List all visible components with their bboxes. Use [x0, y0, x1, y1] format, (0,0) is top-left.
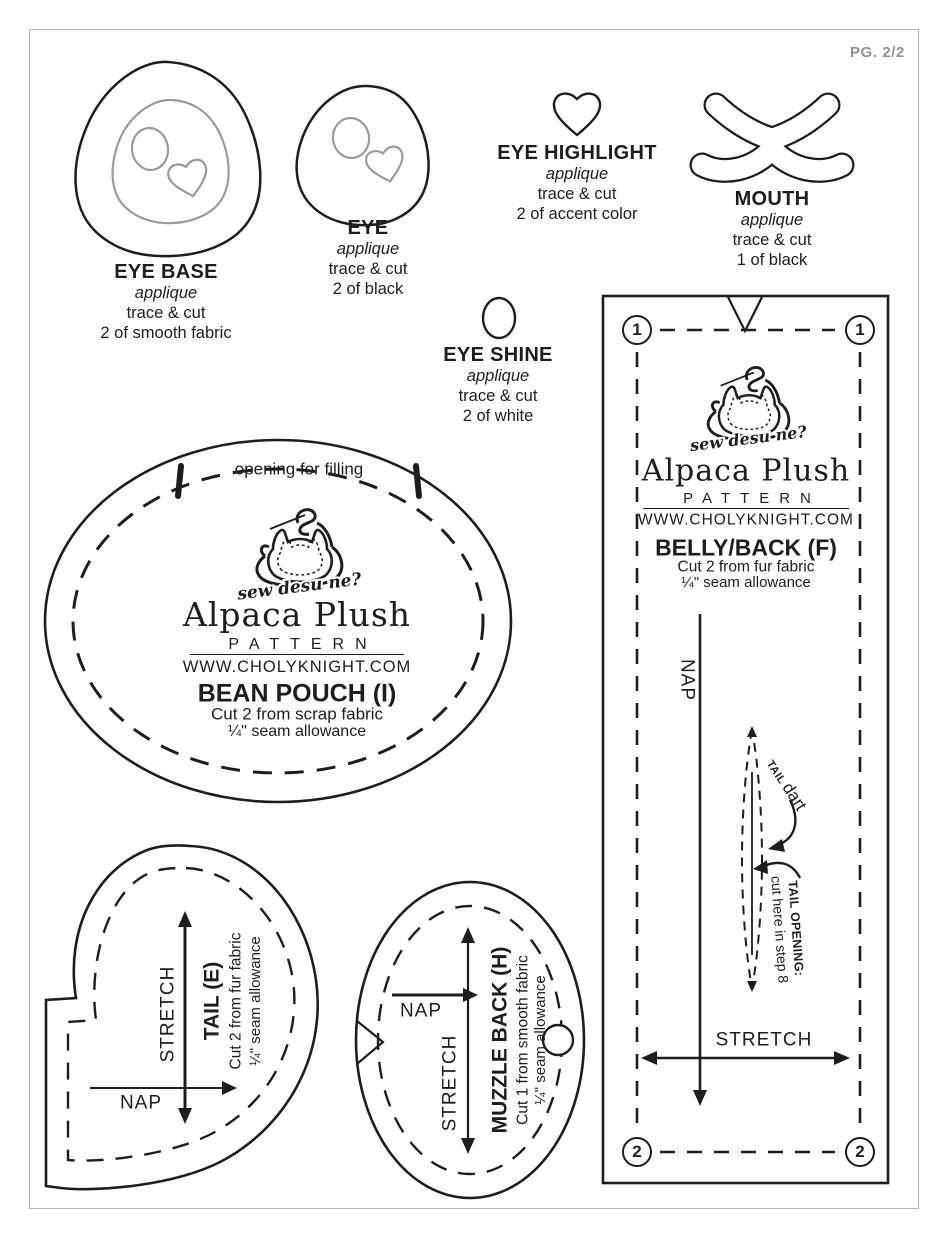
- piece-name: BELLY/BACK (F): [655, 534, 837, 561]
- eye-base-label: EYE BASE applique trace & cut 2 of smoot…: [100, 261, 231, 343]
- piece-name: EYE: [347, 217, 389, 239]
- bean-pouch-seam-line: [71, 467, 485, 775]
- piece-name: MUZZLE BACK (H): [488, 946, 512, 1134]
- bean-pouch-outline: [43, 438, 513, 804]
- eye-pupil-shape: [331, 116, 371, 160]
- technique-label: applique: [466, 367, 530, 385]
- piece-name: MOUTH: [734, 188, 810, 210]
- stretch-label: STRETCH: [715, 1029, 813, 1051]
- eye-shine-label: EYE SHINE applique trace & cut 2 of whit…: [443, 344, 552, 426]
- opening-note: opening for filling: [234, 459, 364, 479]
- cutting-instruction: Cut 2 from fur fabric: [677, 558, 815, 576]
- piece-name: EYE HIGHLIGHT: [497, 142, 657, 164]
- eye-heart-shape: [363, 143, 410, 187]
- page-number: PG. 2/2: [849, 44, 905, 61]
- pattern-word: PATTERN: [228, 636, 378, 654]
- belly-back-top-notch: [727, 296, 763, 334]
- nap-label: NAP: [119, 1092, 163, 1114]
- opening-mark-left: [175, 463, 184, 499]
- tail-nap-arrow: [90, 1081, 237, 1095]
- instruction: 2 of smooth fabric: [100, 323, 232, 342]
- cutting-instruction: Cut 2 from fur fabric: [227, 932, 245, 1070]
- muzzle-stretch-arrow: [461, 927, 475, 1154]
- match-point-1-left: 1: [622, 315, 652, 345]
- tail-dart: [740, 726, 764, 992]
- mouth-outline: [689, 92, 855, 183]
- piece-name: TAIL (E): [200, 961, 224, 1041]
- muzzle-back-notch: [356, 1020, 385, 1065]
- tail-dart-pointer-arrow: [768, 799, 797, 852]
- seam-allowance-note: ¼" seam allowance: [227, 723, 367, 741]
- instruction: trace & cut: [537, 184, 617, 203]
- cutting-instruction: Cut 1 from smooth fabric: [514, 955, 532, 1125]
- instruction: 2 of white: [462, 406, 534, 425]
- eye-base-eye-shape: [130, 126, 170, 172]
- piece-name: BEAN POUCH (I): [197, 679, 397, 708]
- technique-label: applique: [545, 165, 609, 183]
- divider-rule: [643, 508, 849, 509]
- technique-label: applique: [134, 284, 198, 302]
- instruction: trace & cut: [458, 386, 538, 405]
- website-url: WWW.CHOLYKNIGHT.COM: [182, 657, 412, 676]
- instruction: trace & cut: [732, 230, 812, 249]
- piece-name: EYE SHINE: [443, 344, 553, 366]
- eye-base-inner-shapes: [111, 98, 230, 225]
- eye-inner-shapes: [331, 116, 410, 187]
- eye-label: EYE applique trace & cut 2 of black: [329, 217, 408, 299]
- nap-label: NAP: [399, 1000, 443, 1022]
- technique-label: applique: [740, 211, 804, 229]
- eye-highlight-label: EYE HIGHLIGHT applique trace & cut 2 of …: [497, 142, 656, 224]
- nap-label: NAP: [676, 658, 698, 702]
- pattern-word: PATTERN: [683, 489, 821, 507]
- muzzle-back-marker-circle: [541, 1023, 575, 1057]
- seam-allowance-note: ¼" seam allowance: [246, 936, 264, 1066]
- stretch-label: STRETCH: [157, 965, 179, 1063]
- match-point-2-right: 2: [845, 1137, 875, 1167]
- instruction: trace & cut: [126, 303, 206, 322]
- instruction: 2 of black: [332, 279, 404, 298]
- website-url: WWW.CHOLYKNIGHT.COM: [638, 511, 854, 529]
- technique-label: applique: [336, 240, 400, 258]
- tail-seam-line: [66, 866, 296, 1162]
- cutting-instruction: Cut 2 from scrap fabric: [211, 704, 383, 724]
- divider-rule: [190, 654, 404, 655]
- seam-allowance-note: ¼" seam allowance: [681, 573, 811, 591]
- muzzle-nap-arrow: [392, 988, 478, 1002]
- eye-highlight-outline: [552, 92, 602, 137]
- mouth-label: MOUTH applique trace & cut 1 of black: [733, 188, 812, 270]
- tail-stretch-arrow: [178, 911, 192, 1124]
- eye-shine-outline: [481, 296, 517, 340]
- match-point-1-right: 1: [845, 315, 875, 345]
- instruction: 2 of accent color: [516, 204, 638, 223]
- brand-title: Alpaca Plush: [641, 453, 851, 489]
- belly-back-outline: [601, 294, 890, 1185]
- tail-opening-pointer-arrow: [753, 860, 802, 879]
- eye-base-outline: [74, 60, 262, 258]
- belly-back-seam-lines: [635, 328, 862, 1154]
- logo-script-text: sew desu ne?: [688, 422, 808, 455]
- instruction: 1 of black: [736, 250, 808, 269]
- tail-outline: [44, 844, 319, 1191]
- piece-name: EYE BASE: [114, 261, 218, 283]
- eye-outline: [295, 84, 430, 227]
- stretch-label: STRETCH: [439, 1034, 461, 1132]
- page-border: [29, 29, 919, 1209]
- match-point-2-left: 2: [622, 1137, 652, 1167]
- opening-mark-right: [413, 463, 422, 499]
- seam-allowance-note: ¼" seam allowance: [531, 975, 549, 1105]
- instruction: trace & cut: [328, 259, 408, 278]
- belly-back-nap-arrow: [693, 614, 707, 1106]
- muzzle-back-outline: [354, 880, 586, 1200]
- belly-back-stretch-arrow: [641, 1051, 850, 1065]
- eye-base-heart-shape: [165, 156, 214, 202]
- brand-title: Alpaca Plush: [182, 594, 412, 634]
